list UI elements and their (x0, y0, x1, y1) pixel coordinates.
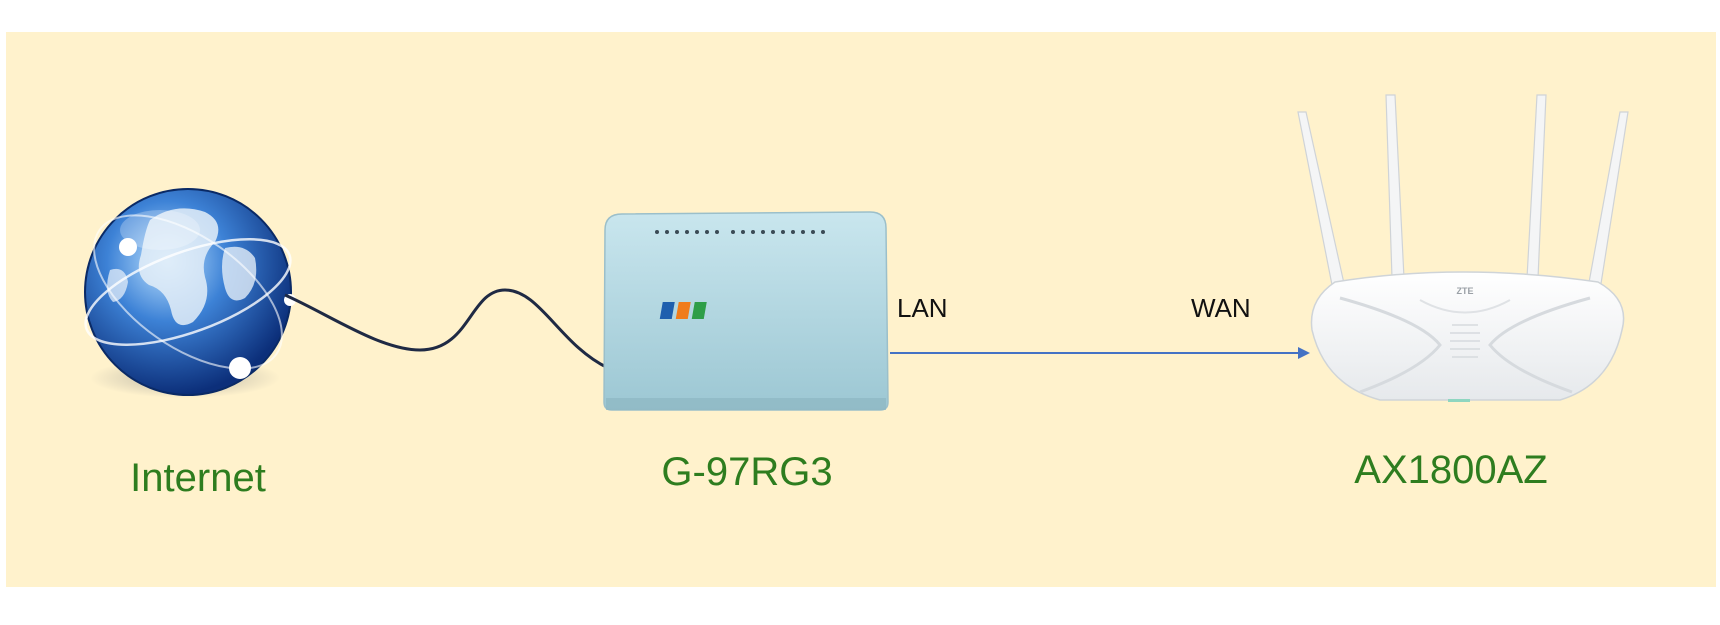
internet-cable (284, 288, 609, 370)
lan-port-label: LAN (897, 293, 948, 323)
fpt-logo (659, 302, 707, 319)
fpt-modem-icon (603, 211, 889, 411)
globe-icon (84, 188, 296, 398)
zte-router-icon: ZTE (1297, 94, 1629, 402)
zte-logo: ZTE (1457, 286, 1474, 296)
router-label: AX1800AZ (1354, 448, 1548, 492)
internet-label: Internet (130, 456, 266, 500)
wan-port-label: WAN (1191, 293, 1251, 323)
modem-label: G-97RG3 (661, 450, 833, 494)
